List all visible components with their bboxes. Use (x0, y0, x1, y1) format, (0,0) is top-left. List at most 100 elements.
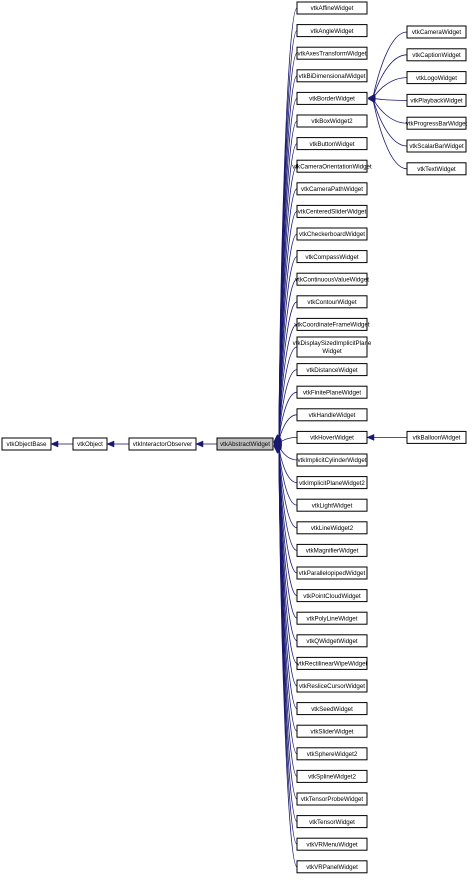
class-box (406, 25, 467, 39)
class-node-vtk-implicit-cylinder-widget[interactable]: vtkImplicitCylinderWidget (296, 453, 368, 467)
class-label: vtkButtonWidget (309, 141, 354, 148)
class-box (296, 453, 368, 467)
class-node-vtk-tensor-widget[interactable]: vtkTensorWidget (296, 815, 368, 829)
class-node-vtk-abstract-widget[interactable]: vtkAbstractWidget (216, 437, 274, 451)
inheritance-edge (372, 98, 408, 124)
class-box (296, 91, 368, 105)
class-node-vtk-button-widget[interactable]: vtkButtonWidget (296, 137, 368, 151)
class-node-vtk-spline-widget2[interactable]: vtkSplineWidget2 (296, 769, 368, 783)
inheritance-arrow (195, 440, 204, 448)
class-node-vtk-magnifier-widget[interactable]: vtkMagnifierWidget (296, 543, 368, 557)
class-node-vtk-interactor-observer[interactable]: vtkInteractorObserver (128, 437, 197, 451)
class-node-vtk-compass-widget[interactable]: vtkCompassWidget (296, 250, 368, 264)
class-node-vtk-box-widget2[interactable]: vtkBoxWidget2 (296, 114, 368, 128)
class-box (296, 611, 368, 625)
class-node-vtk-distance-widget[interactable]: vtkDistanceWidget (296, 363, 368, 377)
class-label: vtkAxesTransformWidget (298, 50, 367, 57)
class-label: vtkPolyLineWidget (307, 615, 358, 622)
class-box (296, 204, 368, 218)
class-node-vtk-centered-slider-widget[interactable]: vtkCenteredSliderWidget (296, 204, 368, 218)
class-label: vtkFinitePlaneWidget (303, 389, 361, 396)
class-node-vtk-playback-widget[interactable]: vtkPlaybackWidget (406, 93, 467, 107)
class-node-vtk-axes-transform-widget[interactable]: vtkAxesTransformWidget (296, 46, 368, 60)
class-node-vtk-logo-widget[interactable]: vtkLogoWidget (406, 71, 467, 85)
class-box (406, 139, 467, 153)
class-node-vtk-scalar-bar-widget[interactable]: vtkScalarBarWidget (406, 139, 467, 153)
class-box (296, 498, 368, 512)
class-node-vtk-continuous-value-widget[interactable]: vtkContinuousValueWidget (295, 272, 369, 286)
class-box (296, 724, 368, 738)
inheritance-edge (372, 31, 408, 98)
class-node-vtk-progress-bar-widget[interactable]: vtkProgressBarWidget (406, 116, 468, 130)
inheritance-arrow (367, 96, 376, 104)
class-label: vtkDistanceWidget (306, 367, 358, 374)
inheritance-edge (278, 414, 298, 444)
class-label: vtkQWidgetWidget (306, 638, 358, 645)
class-label: vtkSphereWidget2 (307, 751, 358, 758)
inheritance-edge (372, 99, 408, 170)
class-label: vtkPointCloudWidget (303, 593, 361, 600)
class-node-vtk-object-base[interactable]: vtkObjectBase (1, 437, 52, 451)
class-label: vtkTensorWidget (309, 819, 355, 826)
class-label: vtkCoordinateFrameWidget (294, 322, 370, 329)
inheritance-edge (372, 77, 408, 99)
class-node-vtk-text-widget[interactable]: vtkTextWidget (406, 162, 467, 176)
class-label: vtkSliderWidget (311, 728, 354, 735)
class-label: vtkCenteredSliderWidget (298, 209, 367, 216)
class-label: vtkBalloonWidget (413, 435, 461, 442)
class-node-vtk-seed-widget[interactable]: vtkSeedWidget (296, 702, 368, 716)
class-label: vtkHandleWidget (309, 412, 356, 419)
class-node-vtk-handle-widget[interactable]: vtkHandleWidget (296, 408, 368, 422)
class-node-vtk-vrmenu-widget[interactable]: vtkVRMenuWidget (296, 837, 368, 851)
class-node-vtk-qwidget-widget[interactable]: vtkQWidgetWidget (296, 634, 368, 648)
class-node-vtk-vrpanel-widget[interactable]: vtkVRPanelWidget (296, 860, 368, 874)
class-box (296, 1, 368, 15)
class-label: vtkObject (77, 441, 103, 448)
class-node-vtk-affine-widget[interactable]: vtkAffineWidget (296, 1, 368, 15)
class-node-vtk-slider-widget[interactable]: vtkSliderWidget (296, 724, 368, 738)
class-node-vtk-coordinate-frame-widget[interactable]: vtkCoordinateFrameWidget (294, 317, 370, 331)
class-box (296, 792, 368, 806)
class-node-vtk-balloon-widget[interactable]: vtkBalloonWidget (406, 430, 467, 444)
class-node-vtk-tensor-probe-widget[interactable]: vtkTensorProbeWidget (296, 792, 368, 806)
class-node-vtk-point-cloud-widget[interactable]: vtkPointCloudWidget (296, 589, 368, 603)
class-node-vtk-camera-widget[interactable]: vtkCameraWidget (406, 25, 467, 39)
class-box (216, 437, 274, 451)
class-node-vtk-hover-widget[interactable]: vtkHoverWidget (296, 430, 368, 444)
class-node-vtk-line-widget2[interactable]: vtkLineWidget2 (296, 521, 368, 535)
class-label: vtkTextWidget (417, 166, 456, 173)
class-box (296, 634, 368, 648)
class-node-vtk-poly-line-widget[interactable]: vtkPolyLineWidget (296, 611, 368, 625)
class-node-vtk-angle-widget[interactable]: vtkAngleWidget (296, 24, 368, 38)
class-node-vtk-bi-dimensional-widget[interactable]: vtkBiDimensionalWidget (296, 69, 368, 83)
class-node-vtk-border-widget[interactable]: vtkBorderWidget (296, 91, 368, 105)
class-node-vtk-checkerboard-widget[interactable]: vtkCheckerboardWidget (296, 227, 368, 241)
class-label: vtkAffineWidget (311, 5, 354, 12)
class-box (296, 114, 368, 128)
class-box (296, 543, 368, 557)
class-label: vtkCaptionWidget (412, 52, 461, 59)
class-node-vtk-parallelopiped-widget[interactable]: vtkParallelopipedWidget (296, 566, 368, 580)
class-label: vtkParallelopipedWidget (299, 570, 366, 577)
class-label: vtkVRMenuWidget (306, 841, 358, 848)
class-node-vtk-object[interactable]: vtkObject (72, 437, 108, 451)
class-node-vtk-implicit-plane-widget2[interactable]: vtkImplicitPlaneWidget2 (296, 476, 368, 490)
inheritance-edge (278, 452, 298, 868)
inheritance-arrow (273, 446, 282, 454)
class-node-vtk-sphere-widget2[interactable]: vtkSphereWidget2 (296, 747, 368, 761)
class-node-vtk-light-widget[interactable]: vtkLightWidget (296, 498, 368, 512)
class-node-vtk-rectilinear-wipe-widget[interactable]: vtkRectilinearWipeWidget (296, 656, 368, 670)
class-label: vtkPlaybackWidget (410, 98, 463, 105)
class-node-vtk-caption-widget[interactable]: vtkCaptionWidget (406, 48, 467, 62)
class-node-vtk-reslice-cursor-widget[interactable]: vtkResliceCursorWidget (296, 679, 368, 693)
class-box (296, 385, 368, 399)
class-label: vtkTensorProbeWidget (301, 796, 364, 803)
class-box (296, 476, 368, 490)
class-box (406, 71, 467, 85)
class-node-vtk-contour-widget[interactable]: vtkContourWidget (296, 295, 368, 309)
class-node-vtk-camera-path-widget[interactable]: vtkCameraPathWidget (296, 182, 368, 196)
class-node-vtk-finite-plane-widget[interactable]: vtkFinitePlaneWidget (296, 385, 368, 399)
class-node-vtk-camera-orientation-widget[interactable]: vtkCameraOrientationWidget (292, 159, 372, 173)
class-label: vtkContinuousValueWidget (295, 276, 369, 283)
